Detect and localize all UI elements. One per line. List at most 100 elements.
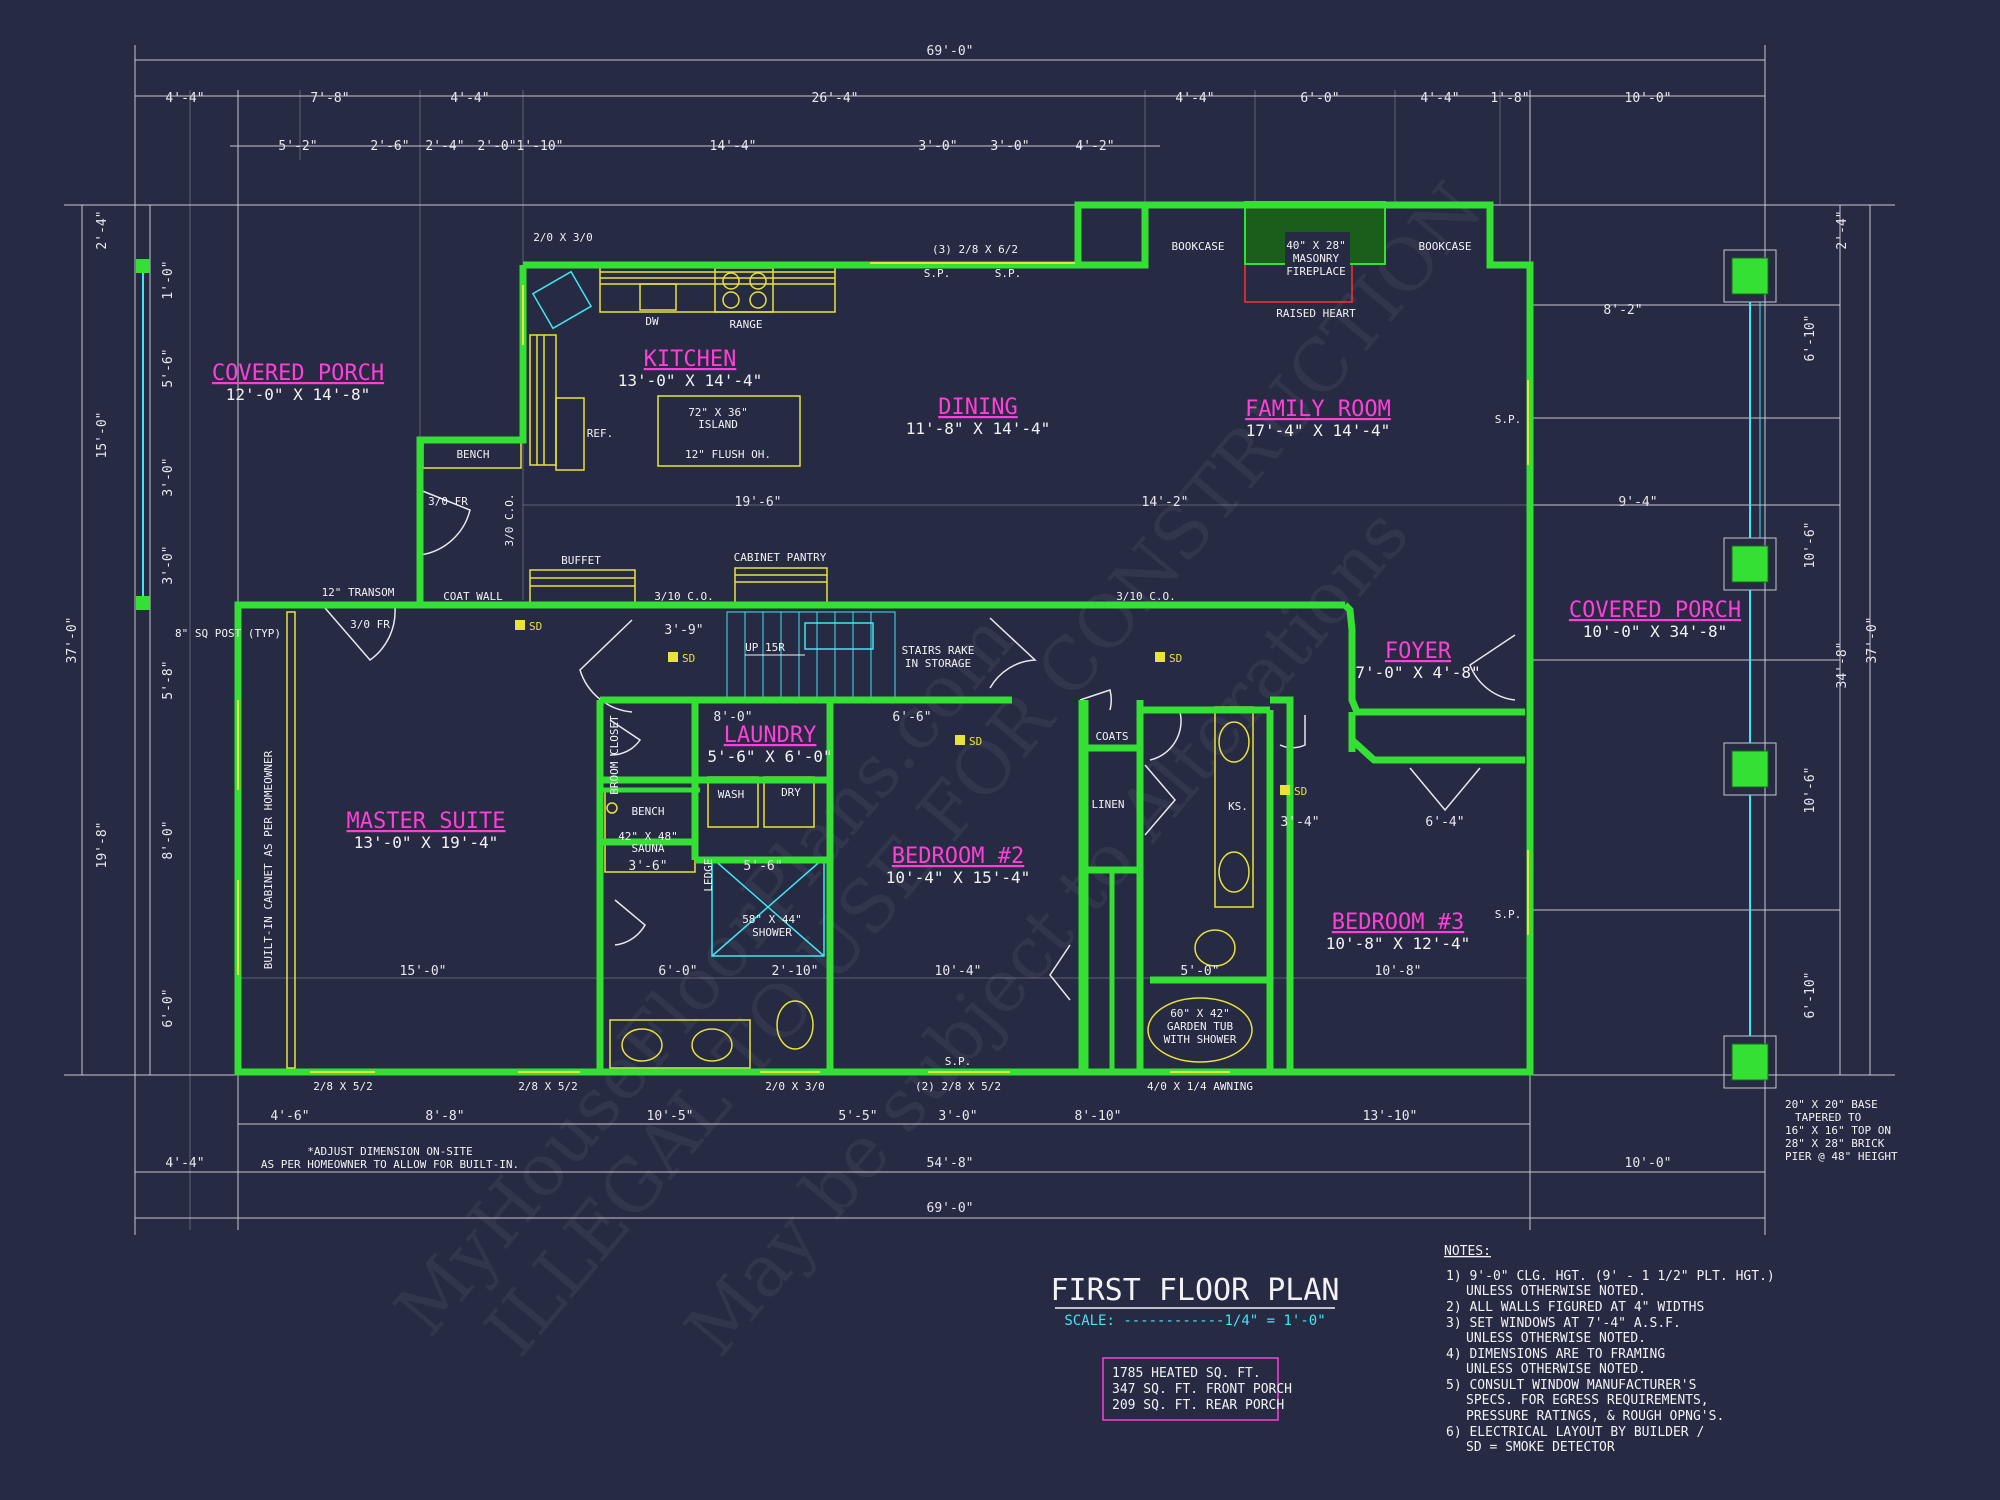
interior-walls	[600, 700, 1115, 1072]
dim-bot1-4: 3'-0"	[938, 1109, 977, 1124]
dim-left-0: 2'-4"	[95, 210, 110, 249]
label-window-top: (3) 2/8 X 6/2	[932, 243, 1018, 256]
label-ledge: LEDGE	[702, 858, 715, 891]
sqft-rear-porch: 209 SQ. FT. REAR PORCH	[1112, 1398, 1284, 1413]
note-line-12: SD = SMOKE DETECTOR	[1466, 1440, 1615, 1455]
note-line-4: 3) SET WINDOWS AT 7'-4" A.S.F.	[1446, 1316, 1681, 1331]
label-tub-2: GARDEN TUB	[1167, 1020, 1234, 1033]
label-transom: 12" TRANSOM	[322, 586, 395, 599]
dim-2-10: 2'-10"	[772, 964, 819, 979]
label-adjust-2: AS PER HOMEOWNER TO ALLOW FOR BUILT-IN.	[261, 1158, 519, 1171]
dim-8-2: 8'-2"	[1603, 303, 1642, 318]
label-co-3: 3/0 C.O.	[503, 494, 516, 547]
fireplace-opening	[1285, 232, 1350, 280]
room-size-foyer: 7'-0" X 4'-8"	[1355, 663, 1480, 682]
dim-19-6: 19'-6"	[735, 495, 782, 510]
sd-label-1: SD	[529, 620, 542, 633]
room-name-bedroom-2: BEDROOM #2	[892, 844, 1024, 869]
label-ref: REF.	[587, 427, 614, 440]
label-co-2: 3/10 C.O.	[1116, 590, 1176, 603]
dim-left-1: 1'-0"	[161, 260, 176, 299]
plan-title: FIRST FLOOR PLAN	[1051, 1273, 1340, 1308]
dim-top2-4: 1'-10"	[517, 139, 564, 154]
label-tub-1: 60" X 42"	[1170, 1007, 1230, 1020]
label-fireplace-1: 40" X 28"	[1286, 239, 1346, 252]
note-line-2: UNLESS OTHERWISE NOTED.	[1466, 1284, 1646, 1299]
dim-3-4: 3'-4"	[1280, 815, 1319, 830]
label-sp-3: S.P.	[1495, 413, 1522, 426]
note-line-6: 4) DIMENSIONS ARE TO FRAMING	[1446, 1347, 1665, 1362]
label-pier-5: PIER @ 48" HEIGHT	[1785, 1150, 1898, 1163]
dim-top1-2: 4'-4"	[450, 91, 489, 106]
windows	[237, 262, 1529, 1073]
dim-bot1-0: 4'-6"	[270, 1109, 309, 1124]
sd-label-4: SD	[969, 735, 982, 748]
dim-top1-0: 4'-4"	[165, 91, 204, 106]
note-line-9: SPECS. FOR EGRESS REQUIREMENTS,	[1466, 1393, 1709, 1408]
room-name-dining: DINING	[938, 395, 1017, 420]
dimension-lines	[64, 45, 1895, 1235]
watermark-text-1: MyHouseFloorPlans.com	[379, 597, 1030, 1350]
label-bookcase-left: BOOKCASE	[1172, 240, 1225, 253]
note-line-8: 5) CONSULT WINDOW MANUFACTURER'S	[1446, 1378, 1696, 1393]
label-raised-heart: RAISED HEART	[1276, 307, 1356, 320]
dim-3-6: 3'-6"	[628, 859, 667, 874]
room-size-kitchen: 13'-0" X 14'-4"	[618, 371, 763, 390]
dim-overall-left: 37'-0"	[65, 617, 80, 664]
dim-left-9: 19'-8"	[95, 822, 110, 869]
note-line-7: UNLESS OTHERWISE NOTED.	[1466, 1362, 1646, 1377]
dim-top2-8: 4'-2"	[1075, 139, 1114, 154]
room-size-master-suite: 13'-0" X 19'-4"	[354, 833, 499, 852]
dim-bot2-1: 10'-0"	[1625, 1156, 1672, 1171]
dim-bot1-2: 10'-5"	[647, 1109, 694, 1124]
room-size-laundry: 5'-6" X 6'-0"	[707, 747, 832, 766]
title-block: FIRST FLOOR PLAN SCALE: ------------1/4"…	[1051, 1273, 1340, 1329]
label-window-b3: 2/0 X 3/0	[765, 1080, 825, 1093]
dim-left-6: 8'-0"	[161, 820, 176, 859]
label-sp-4: S.P.	[1495, 908, 1522, 921]
label-ks: KS.	[1228, 800, 1248, 813]
dim-right-1: 6'-10"	[1803, 315, 1818, 362]
room-name-front-porch: COVERED PORCH	[212, 361, 384, 386]
note-line-5: UNLESS OTHERWISE NOTED.	[1466, 1331, 1646, 1346]
dim-bot2-0: 4'-4"	[165, 1156, 204, 1171]
dim-top1-4: 4'-4"	[1175, 91, 1214, 106]
label-pier-2: TAPERED TO	[1795, 1111, 1861, 1124]
dim-right-4: 6'-10"	[1803, 972, 1818, 1019]
plan-scale: SCALE: ------------1/4" = 1'-0"	[1064, 1313, 1325, 1329]
label-pier-4: 28" X 28" BRICK	[1785, 1137, 1885, 1150]
dim-top2-0: 5'-2"	[278, 139, 317, 154]
label-bench-sauna: BENCH	[631, 805, 664, 818]
dim-bot1-5: 8'-10"	[1075, 1109, 1122, 1124]
dim-10-4: 10'-4"	[935, 964, 982, 979]
note-line-1: 1) 9'-0" CLG. HGT. (9' - 1 1/2" PLT. HGT…	[1446, 1269, 1775, 1284]
dim-top2-7: 3'-0"	[990, 139, 1029, 154]
dim-9-4: 9'-4"	[1618, 495, 1657, 510]
note-line-11: 6) ELECTRICAL LAYOUT BY BUILDER /	[1446, 1425, 1704, 1440]
room-size-dining: 11'-8" X 14'-4"	[906, 419, 1051, 438]
label-adjust-1: *ADJUST DIMENSION ON-SITE	[307, 1145, 473, 1158]
label-shower-1: 58" X 44"	[742, 913, 802, 926]
sd-label-2: SD	[682, 652, 695, 665]
dim-top2-3: 2'-0"	[477, 139, 516, 154]
dim-left-4: 3'-0"	[161, 545, 176, 584]
dim-bot1-6: 13'-10"	[1363, 1109, 1418, 1124]
dim-overall-bottom: 69'-0"	[927, 1201, 974, 1216]
walls	[234, 201, 1534, 1076]
room-size-bedroom-2: 10'-4" X 15'-4"	[886, 868, 1031, 887]
sd-label-5: SD	[1294, 785, 1307, 798]
room-name-rear-porch: COVERED PORCH	[1569, 598, 1741, 623]
label-door-master: 3/0 FR	[350, 618, 390, 631]
sqft-front-porch: 347 SQ. FT. FRONT PORCH	[1112, 1382, 1292, 1397]
dim-5-6: 5'-6"	[743, 859, 782, 874]
label-window-b5: 4/0 X 1/4 AWNING	[1147, 1080, 1253, 1093]
label-fireplace-3: FIREPLACE	[1286, 265, 1346, 278]
dim-right-3: 10'-6"	[1803, 767, 1818, 814]
watermark-text-2: ILLEGAL TO USE FOR CONSTRUCTION	[469, 167, 1498, 1371]
label-built-in: BUILT-IN CABINET AS PER HOMEOWNER	[262, 750, 275, 969]
dim-bot1-1: 8'-8"	[425, 1109, 464, 1124]
label-bookcase-right: BOOKCASE	[1419, 240, 1472, 253]
label-tub-3: WITH SHOWER	[1164, 1033, 1237, 1046]
room-name-laundry: LAUNDRY	[724, 723, 817, 748]
